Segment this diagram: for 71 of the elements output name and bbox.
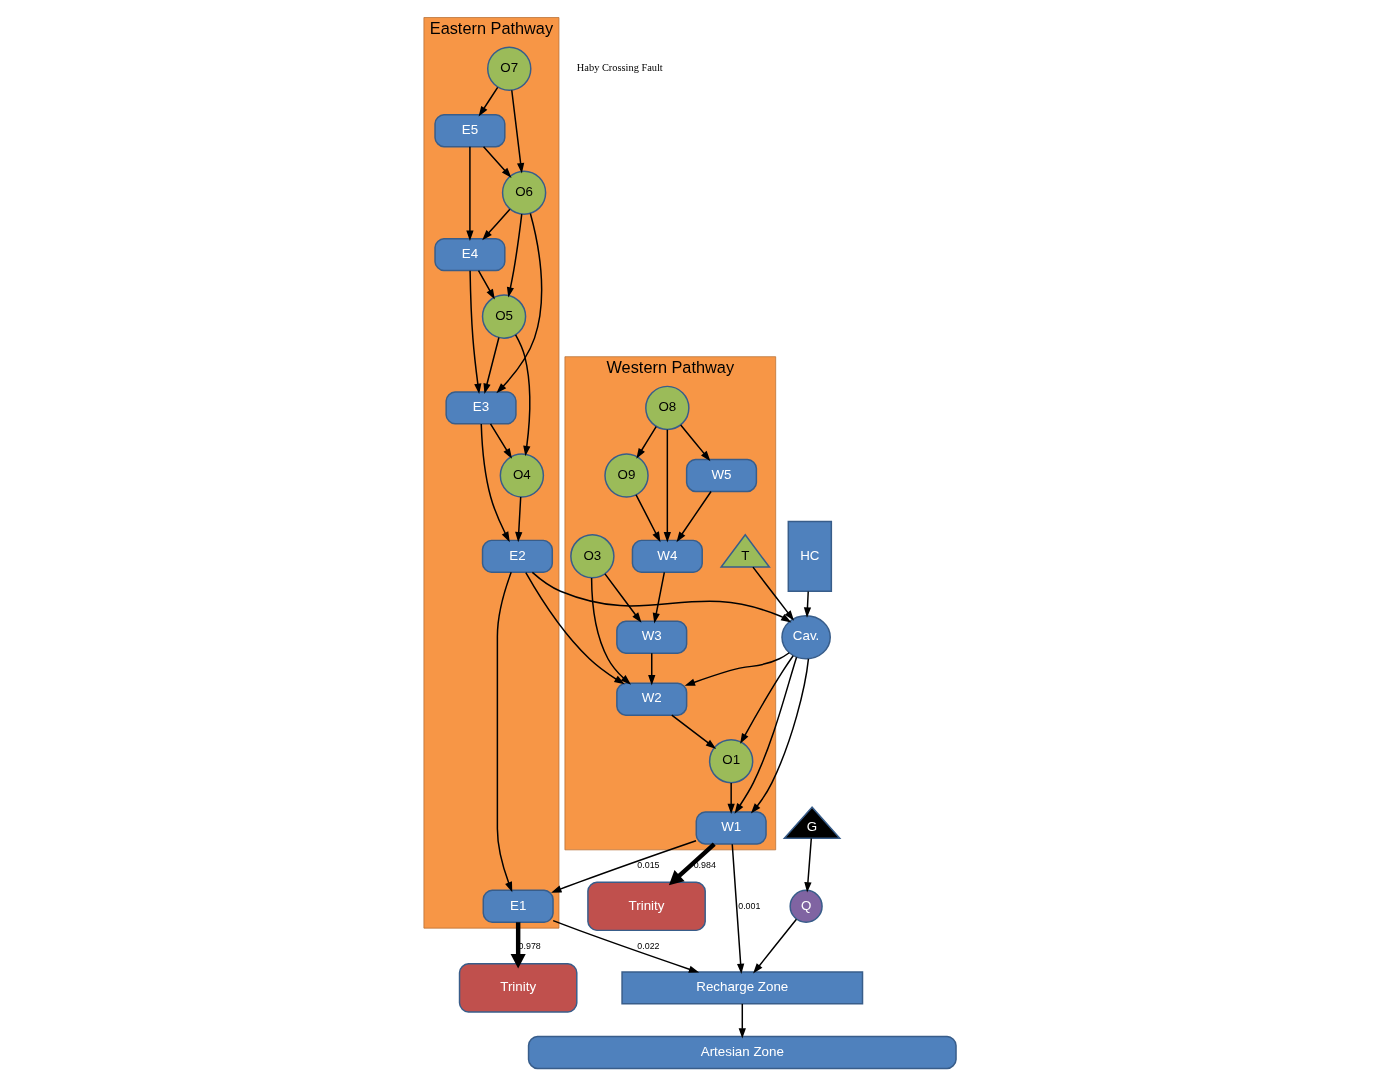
arrow <box>531 571 792 623</box>
node-box: E4 <box>434 237 506 272</box>
edge-label: 0.022 <box>637 941 660 952</box>
arrow <box>731 843 745 975</box>
arrow <box>477 269 495 300</box>
arrow <box>738 1003 746 1039</box>
node-circle: O4 <box>499 453 545 498</box>
arrow <box>510 922 526 969</box>
arrow <box>511 89 525 174</box>
node-box: Trinity <box>458 963 578 1013</box>
node-box: E1 <box>482 889 554 923</box>
arrow <box>515 496 523 543</box>
arrow <box>496 212 543 394</box>
arrow <box>740 655 794 744</box>
arrow <box>648 652 656 686</box>
node-box: Artesian Zone <box>527 1035 957 1070</box>
arrow <box>514 334 531 457</box>
arrow <box>803 590 812 618</box>
arrow <box>676 490 712 543</box>
label: Haby Crossing Fault <box>576 62 663 74</box>
node-circle: O8 <box>645 385 690 431</box>
arrow <box>804 837 813 893</box>
arrow <box>469 269 482 395</box>
node-circle: O7 <box>487 46 532 91</box>
node-box: E5 <box>434 114 506 148</box>
arrow <box>680 424 711 462</box>
node-box: W5 <box>685 458 758 493</box>
node-circle: O5 <box>481 294 527 339</box>
node-box: W1 <box>695 811 767 845</box>
arrow <box>478 86 499 117</box>
arrow <box>636 425 657 459</box>
node-circle: Q <box>789 889 823 923</box>
arrow <box>684 652 791 686</box>
arrow <box>752 566 795 621</box>
arrow <box>482 208 511 241</box>
node-box: Trinity <box>587 881 706 932</box>
node-box: W3 <box>616 620 688 654</box>
edge-label: 0.015 <box>637 859 660 870</box>
node-circle: O1 <box>708 738 754 784</box>
arrow <box>734 656 798 814</box>
node-circle: O3 <box>570 534 615 579</box>
node-box: W2 <box>616 682 688 716</box>
arrow <box>482 145 512 178</box>
arrow <box>489 423 513 459</box>
arrow <box>668 842 716 886</box>
arrow <box>753 918 798 974</box>
arrow <box>635 494 661 543</box>
node-box: W4 <box>631 539 703 573</box>
edge-label: 0.001 <box>738 900 761 911</box>
arrow <box>552 919 700 973</box>
node-box: HC <box>787 520 833 592</box>
node-circle: O6 <box>501 170 547 215</box>
arrow <box>663 428 671 543</box>
arrow <box>590 577 632 685</box>
arrow <box>496 571 513 893</box>
arrow <box>727 782 735 815</box>
arrow <box>671 714 717 749</box>
node-box: E2 <box>481 539 554 573</box>
arrow <box>652 571 666 624</box>
arrow <box>480 423 510 543</box>
arrow <box>466 145 474 241</box>
arrow <box>750 658 810 814</box>
arrow <box>604 573 642 623</box>
arrow <box>506 213 523 298</box>
arrow <box>551 840 697 893</box>
node-circle: O9 <box>604 453 649 498</box>
edge-label: 0.984 <box>693 859 716 870</box>
node-box: Recharge Zone <box>621 971 864 1005</box>
arrow <box>483 336 500 394</box>
arrow <box>525 571 625 685</box>
node-box: E3 <box>445 391 517 425</box>
